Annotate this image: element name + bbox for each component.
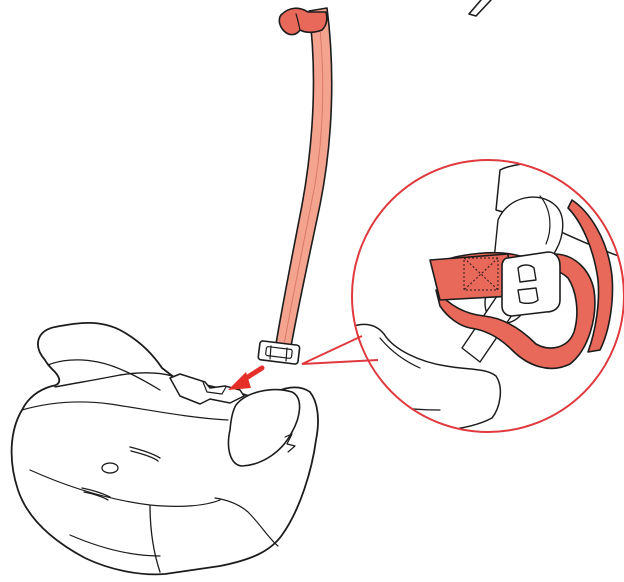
shoulder-strap <box>258 8 332 364</box>
strap-body <box>275 8 332 352</box>
strap-top-clip <box>279 8 326 34</box>
detail-magnifier <box>302 160 624 436</box>
strap-lower-clip <box>258 341 300 365</box>
zoom-clip <box>502 252 560 316</box>
strap-tail-fragment <box>469 0 491 16</box>
insert-arrow <box>228 368 262 390</box>
